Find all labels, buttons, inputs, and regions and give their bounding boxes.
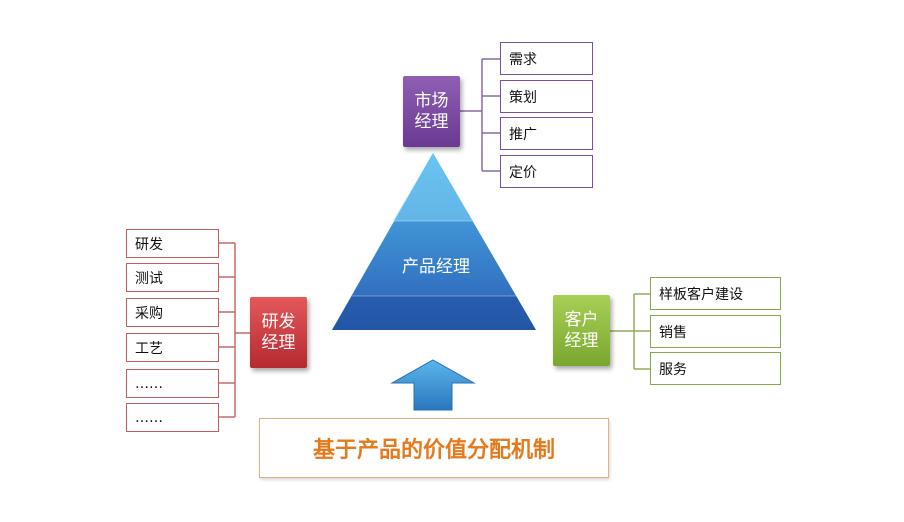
market-item-promotion: 推广 xyxy=(500,117,593,150)
up-arrow-icon xyxy=(390,359,476,411)
rd-item-procurement: 采购 xyxy=(126,298,219,327)
customer-item-showcase: 样板客户建设 xyxy=(650,277,781,310)
market-manager-box: 市场 经理 xyxy=(403,76,460,147)
customer-connectors xyxy=(610,293,650,370)
rd-item-process: 工艺 xyxy=(126,333,219,362)
pyramid-bottom-tier xyxy=(332,296,536,330)
pyramid xyxy=(332,153,536,330)
value-mechanism-banner: 基于产品的价值分配机制 xyxy=(259,418,609,478)
customer-item-service: 服务 xyxy=(650,352,781,385)
customer-item-sales: 销售 xyxy=(650,315,781,348)
pyramid-top-tier xyxy=(393,153,473,221)
market-item-demand: 需求 xyxy=(500,42,593,75)
customer-manager-box: 客户 经理 xyxy=(553,295,610,366)
rd-item-testing: 测试 xyxy=(126,263,219,292)
rd-item-ellipsis-2: …… xyxy=(126,403,219,432)
rd-manager-box: 研发 经理 xyxy=(250,297,307,368)
rd-connectors xyxy=(219,242,250,418)
market-item-pricing: 定价 xyxy=(500,155,593,188)
market-connectors xyxy=(460,58,500,172)
market-item-planning: 策划 xyxy=(500,80,593,113)
rd-item-development: 研发 xyxy=(126,229,219,258)
rd-item-ellipsis-1: …… xyxy=(126,369,219,398)
product-manager-label: 产品经理 xyxy=(402,257,470,277)
